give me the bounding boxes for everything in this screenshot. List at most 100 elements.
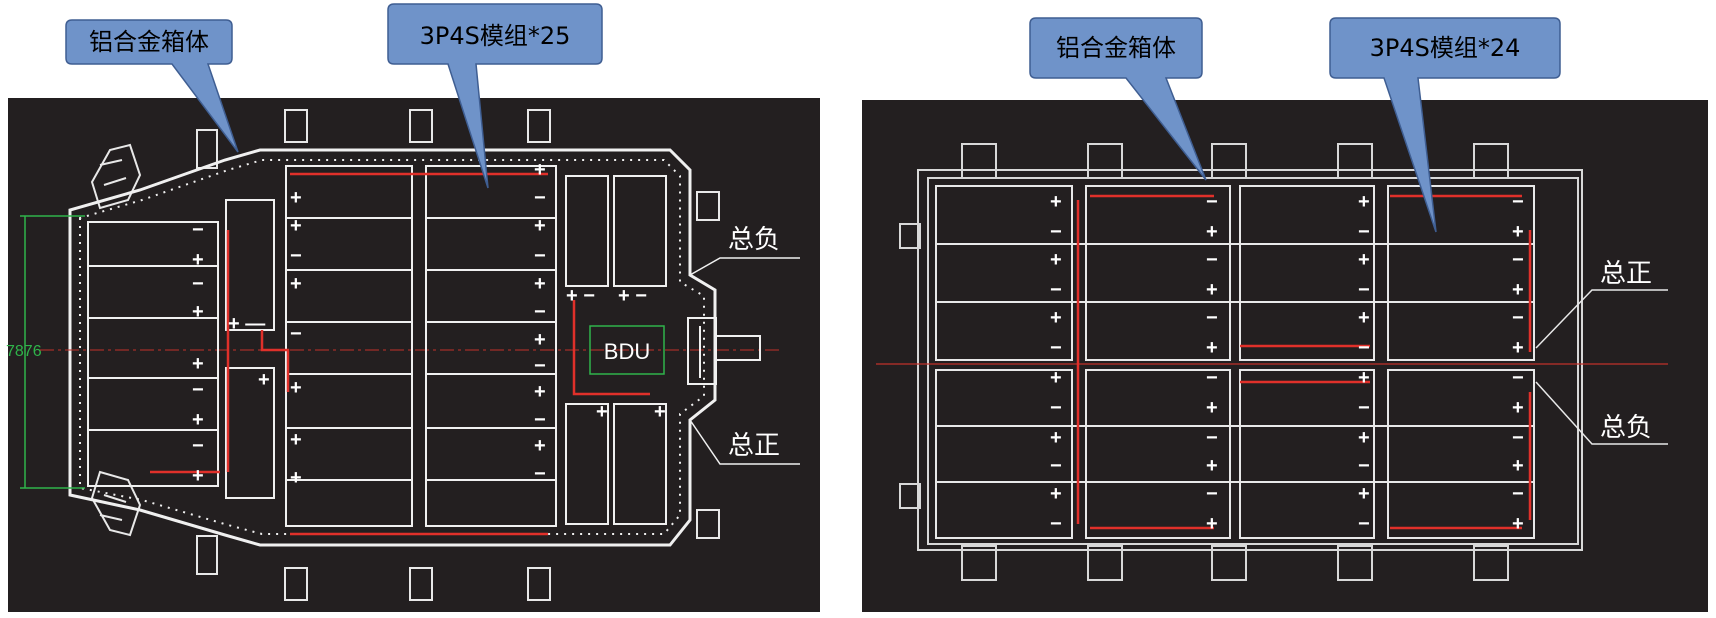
svg-text:+: + [1512,455,1524,477]
left-connector [687,317,761,385]
left-module-block-c [565,175,667,525]
svg-text:+: + [1050,249,1062,271]
svg-text:−: − [534,301,546,323]
svg-text:+: + [1206,221,1218,243]
svg-text:−: − [1050,279,1062,301]
svg-text:+: + [1050,191,1062,213]
svg-text:−: − [534,463,546,485]
left-module-column-2 [225,199,275,499]
svg-text:+ −: + − [566,285,595,307]
svg-text:−: − [290,323,302,345]
svg-text:+: + [290,377,302,399]
svg-text:−: − [192,379,204,401]
svg-text:+: + [1050,483,1062,505]
svg-text:+: + [1512,337,1524,359]
svg-text:−: − [1206,483,1218,505]
right-battery-pack-panel: +−+ −+− +−+ −+− −+− +−+ −+− +−+ +−+ −+− … [862,17,1708,612]
svg-text:−: − [534,187,546,209]
left-dimension-text: 7876 [6,343,42,360]
svg-text:+: + [534,329,546,351]
svg-text:+: + [1512,221,1524,243]
left-terminal-leaders [689,257,800,465]
svg-text:−: − [1050,337,1062,359]
svg-text:+: + [534,435,546,457]
svg-text:−: − [192,219,204,241]
svg-text:−: − [1206,191,1218,213]
right-polarity-marks: +−+ −+− +−+ −+− −+− +−+ −+− +−+ +−+ −+− … [1050,191,1524,535]
svg-text:+ —: + — [228,313,265,335]
svg-text:−: − [1050,455,1062,477]
svg-text:−: − [1512,367,1524,389]
svg-text:−: − [1206,249,1218,271]
svg-text:+: + [192,465,204,487]
svg-text:+: + [192,249,204,271]
left-side-brackets [90,143,142,537]
right-neg-terminal-label: 总负 [1600,413,1652,443]
svg-text:−: − [1050,397,1062,419]
left-neg-terminal-label: 总负 [728,225,780,255]
svg-text:+: + [534,381,546,403]
right-pos-terminal-label: 总正 [1600,259,1652,289]
svg-text:+: + [290,187,302,209]
svg-text:+: + [1206,455,1218,477]
svg-text:−: − [1050,513,1062,535]
left-dimension-line [20,215,85,489]
svg-text:+: + [1358,191,1370,213]
svg-text:−: − [290,245,302,267]
svg-text:+: + [290,467,302,489]
left-callout-housing: 铝合金箱体 [65,19,239,153]
left-polarity-marks: −+− ++− +−+ ++− +−+ ++ +−+ −+− +−+ −+− +… [192,159,666,489]
svg-text:+: + [1206,397,1218,419]
svg-text:+: + [192,409,204,431]
svg-text:−: − [1512,427,1524,449]
right-callout-modules-text: 3P4S模组*24 [1370,34,1521,62]
svg-text:−: − [1206,367,1218,389]
svg-text:−: − [1358,455,1370,477]
svg-text:−: − [1512,307,1524,329]
svg-text:−: − [1358,397,1370,419]
left-busbars [150,172,650,536]
svg-text:+: + [1512,513,1524,535]
right-housing-outline [917,169,1583,551]
right-module-grid [935,185,1535,539]
right-callout-modules: 3P4S模组*24 [1329,17,1561,233]
svg-text:+: + [192,301,204,323]
svg-text:+: + [1050,367,1062,389]
left-battery-pack-panel: 7876 [6,3,820,612]
svg-text:+: + [1358,307,1370,329]
svg-text:+: + [1358,249,1370,271]
svg-text:−: − [1358,279,1370,301]
bdu-box [589,325,665,375]
left-housing-outline [68,148,717,547]
svg-text:+: + [1512,397,1524,419]
svg-text:+: + [1206,279,1218,301]
svg-text:−: − [1358,513,1370,535]
left-callout-housing-text: 铝合金箱体 [89,28,209,56]
svg-text:+: + [290,429,302,451]
right-callout-housing: 铝合金箱体 [1029,17,1207,181]
svg-text:+: + [1358,427,1370,449]
svg-text:+: + [1512,279,1524,301]
left-callout-modules: 3P4S模组*25 [387,3,603,189]
right-busbars [1076,194,1532,530]
right-terminal-leaders [1535,289,1668,445]
svg-text:−: − [1050,221,1062,243]
svg-text:+: + [534,215,546,237]
svg-text:−: − [192,435,204,457]
svg-text:−: − [1512,483,1524,505]
svg-text:+: + [654,401,666,423]
svg-text:−: − [1512,191,1524,213]
svg-text:+: + [192,353,204,375]
svg-text:+: + [1358,367,1370,389]
svg-text:+ −: + − [618,285,647,307]
svg-text:−: − [534,245,546,267]
svg-text:−: − [192,273,204,295]
svg-text:−: − [1358,221,1370,243]
left-callout-modules-text: 3P4S模组*25 [420,22,571,50]
svg-text:+: + [1050,307,1062,329]
svg-text:+: + [1206,337,1218,359]
svg-text:−: − [1358,337,1370,359]
left-mounting-lugs [196,109,720,601]
svg-text:+: + [290,215,302,237]
